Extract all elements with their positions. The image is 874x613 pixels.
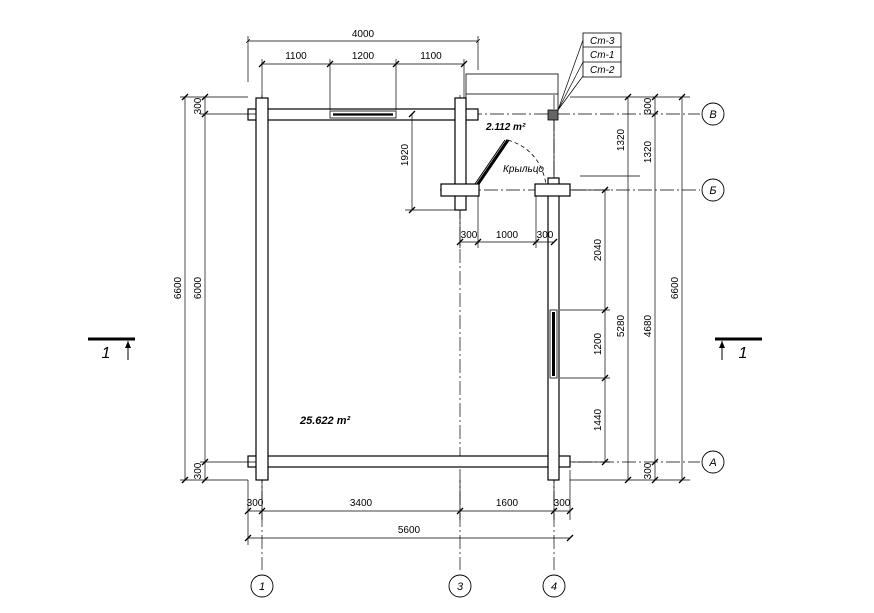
dim-right-chain1: 5280 [616, 314, 627, 337]
dim-right-r1: 300 [643, 97, 654, 114]
legend-item-st2: Ст-2 [590, 65, 615, 76]
dimension-lines [180, 36, 690, 545]
dim-left-span: 6000 [193, 276, 204, 299]
section-mark-left: 1 [88, 337, 135, 362]
axis-bubble-B: Б [701, 178, 725, 202]
legend-item-st1: Ст-1 [590, 50, 614, 61]
dim-porch-wall: 1920 [400, 143, 411, 166]
section-label-left: 1 [102, 345, 111, 362]
dimension-ticks [181, 60, 686, 542]
dim-bottom-d: 300 [554, 498, 571, 509]
dim-right-r2: 1320 [616, 128, 627, 151]
dim-porch-a: 300 [461, 230, 478, 241]
axis-label-4: 4 [551, 581, 557, 593]
axis-bubble-V: В [701, 102, 725, 126]
dim-top-overall: 4000 [352, 29, 375, 40]
axis-lines [248, 95, 700, 570]
dim-left-bottom: 300 [193, 462, 204, 479]
corner-post [547, 109, 559, 121]
axis-label-A: А [708, 457, 716, 469]
dim-left-top: 300 [193, 97, 204, 114]
top-window [329, 110, 397, 119]
dim-right-r2b: 1320 [643, 140, 654, 163]
dim-left-overall: 6600 [173, 276, 184, 299]
main-room-area: 25.622 m² [299, 415, 350, 427]
porch-door [474, 139, 547, 185]
porch-step [465, 73, 559, 110]
dim-bottom-a: 300 [247, 498, 264, 509]
axis-bubble-4: 4 [542, 574, 566, 598]
dim-right-r4: 1200 [593, 332, 604, 355]
axis-bubble-1: 1 [250, 574, 274, 598]
dim-top-right: 1100 [420, 51, 442, 62]
dim-top-left: 1100 [285, 51, 307, 62]
porch-label: Крыльцо [503, 164, 544, 175]
dim-top-window: 1200 [352, 51, 375, 62]
dim-porch-c: 300 [537, 230, 554, 241]
axis-label-V: В [709, 109, 716, 121]
axis-label-1: 1 [259, 581, 265, 593]
axis-label-3: 3 [457, 581, 464, 593]
dim-bottom-total: 5600 [398, 525, 421, 536]
section-mark-right: 1 [715, 337, 762, 362]
dim-right-chain2: 4680 [643, 314, 654, 337]
dim-right-r6: 300 [643, 462, 654, 479]
dim-right-r5: 1440 [593, 408, 604, 431]
dim-porch-b: 1000 [496, 230, 519, 241]
porch-area: 2.112 m² [485, 122, 526, 133]
dim-right-overall: 6600 [670, 276, 681, 299]
dim-bottom-c: 1600 [496, 498, 519, 509]
dim-right-r3: 2040 [593, 238, 604, 261]
wall-type-legend: Ст-3 Ст-1 Ст-2 [582, 32, 622, 78]
right-window [549, 309, 558, 379]
axis-label-B: Б [709, 185, 716, 197]
legend-item-st3: Ст-3 [590, 36, 615, 47]
axis-bubble-A: А [701, 450, 725, 474]
axis-bubble-3: 3 [448, 574, 472, 598]
section-label-right: 1 [739, 345, 748, 362]
dim-bottom-b: 3400 [350, 498, 373, 509]
